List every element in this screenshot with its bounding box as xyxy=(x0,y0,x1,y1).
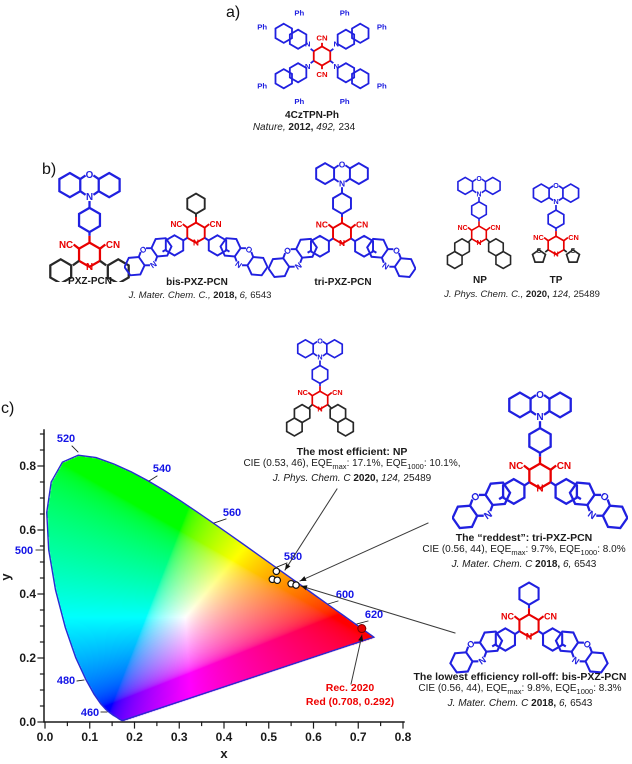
molecule-label-tri-pxz-pcn: tri-PXZ-PCN xyxy=(314,277,372,288)
molecule-label-tp: TP xyxy=(549,275,563,286)
annotation-rolloff-title: The lowest efficiency roll-off: bis-PXZ-… xyxy=(413,671,627,683)
molecule-pxz-pcn xyxy=(47,170,132,282)
annotation-rolloff: The lowest efficiency roll-off: bis-PXZ-… xyxy=(414,671,627,710)
annotation-most-efficient-title: The most efficient: NP xyxy=(296,446,408,458)
annotation-most-efficient-citation: J. Phys. Chem. C 2020, 124, 25489 xyxy=(272,473,432,484)
molecule-tri-pxz-pcn xyxy=(268,154,416,284)
annotation-rec2020-line1: Rec. 2020 xyxy=(325,682,375,694)
molecule-label-bis-pxz-pcn: bis-PXZ-PCN xyxy=(166,277,228,288)
annotation-most-efficient: The most efficient: NP CIE (0.53, 46), E… xyxy=(243,446,460,485)
annotation-reddest: The “reddest”: tri-PXZ-PCN CIE (0.56, 44… xyxy=(422,532,625,571)
annotation-rolloff-citation: J. Mater. Chem. C 2018, 6, 6543 xyxy=(447,698,593,709)
molecule-tp xyxy=(522,176,590,276)
molecule-label-np: NP xyxy=(473,275,487,286)
molecule-label-pxz-pcn: PXZ-PCN xyxy=(68,276,112,287)
molecule-tri-pxz-pcn-panel-c xyxy=(452,386,628,532)
molecule-bis-pxz-pcn-panel-c xyxy=(436,577,622,677)
panel-b-citation-left: J. Mater. Chem. C., 2018, 6, 6543 xyxy=(128,290,272,301)
molecule-np xyxy=(443,172,515,276)
annotation-reddest-eqe: CIE (0.56, 44), EQEmax: 9.7%, EQE1000: 8… xyxy=(422,544,626,557)
molecule-4cztpn-ph xyxy=(222,1,422,111)
molecule-bis-pxz-pcn xyxy=(124,186,268,282)
molecule-np-panel-c xyxy=(282,334,358,444)
annotation-most-efficient-eqe: CIE (0.53, 46), EQEmax: 17.1%, EQE1000: … xyxy=(243,458,461,471)
annotation-rec2020: Rec. 2020 Red (0.708, 0.292) xyxy=(306,681,394,709)
annotation-reddest-citation: J. Mater. Chem. C 2018, 6, 6543 xyxy=(451,559,597,570)
panel-b-citation-right: J. Phys. Chem. C., 2020, 124, 25489 xyxy=(444,289,600,300)
molecule-label-4cztpn-ph: 4CzTPN-Ph xyxy=(285,110,339,121)
annotation-rec2020-line2: Red (0.708, 0.292) xyxy=(305,696,395,708)
panel-a-citation: Nature, 2012, 492, 234 xyxy=(252,122,356,133)
panel-b-label: b) xyxy=(42,161,57,178)
panel-c-label: c) xyxy=(1,400,15,417)
annotation-rolloff-eqe: CIE (0.56, 44), EQEmax: 9.8%, EQE1000: 8… xyxy=(418,683,622,696)
annotation-reddest-title: The “reddest”: tri-PXZ-PCN xyxy=(455,532,593,544)
panel-a-label: a) xyxy=(226,4,241,21)
